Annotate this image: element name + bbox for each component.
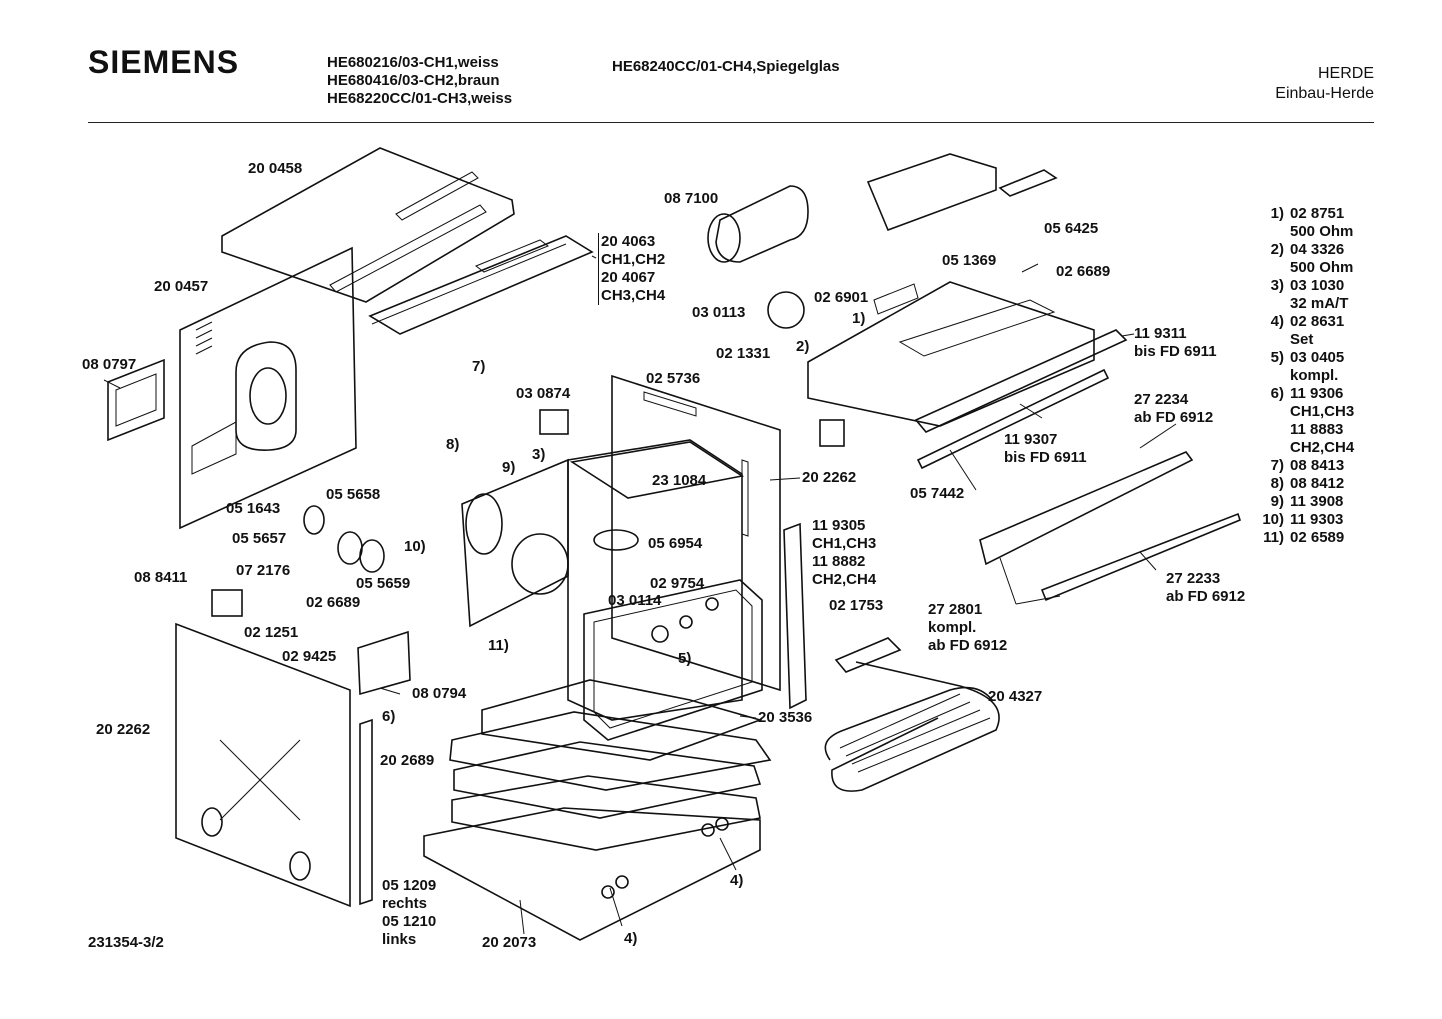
part-label: 5) (678, 650, 692, 667)
part-label: 05 6954 (648, 535, 703, 552)
part-label: 11 9305 CH1,CH3 11 8882 CH2,CH4 (812, 517, 877, 588)
part-label: 27 2233 ab FD 6912 (1166, 570, 1246, 605)
part-label: 05 1369 (942, 252, 997, 269)
brand-logo: SIEMENS (88, 44, 240, 80)
part-label: 6) (382, 708, 396, 725)
fan-motor (707, 185, 809, 263)
part-label: 05 6425 (1044, 220, 1099, 237)
part-label: 07 2176 (236, 562, 291, 579)
part-label: 05 1643 (226, 500, 281, 517)
legend-item: 7)08 8413 (1270, 457, 1345, 474)
model-line: HE680416/03-CH2,braun (327, 72, 500, 89)
part-label: 03 0114 (608, 592, 662, 609)
part-label: 08 8411 (134, 569, 188, 586)
part-label: 05 7442 (910, 485, 965, 502)
part-label: 08 7100 (664, 190, 719, 207)
oven-cavity (511, 439, 763, 741)
part-label: 20 0457 (154, 278, 209, 295)
legend-item: 3)03 1030 32 mA/T (1270, 277, 1349, 312)
right-side-strip (783, 522, 807, 710)
part-label: 02 6689 (1056, 263, 1111, 280)
part-label: 23 1084 (652, 472, 707, 489)
part-label: 02 6901 (814, 289, 869, 306)
legend-item: 2)04 3326 500 Ohm (1270, 241, 1354, 276)
part-label: 02 5736 (646, 370, 701, 387)
part-label: 4) (624, 930, 638, 947)
category: HERDE (1317, 65, 1374, 82)
part-label: 8) (446, 436, 460, 453)
part-label: 27 2801 kompl. ab FD 6912 (928, 601, 1008, 654)
header-rule (88, 122, 1374, 123)
rear-bracket (368, 235, 594, 335)
part-label: 05 5658 (326, 486, 381, 503)
part-label: 27 2234 ab FD 6912 (1134, 391, 1214, 426)
part-label: 20 2262 (802, 469, 857, 486)
part-label: 05 5659 (356, 575, 411, 592)
part-label: 11) (488, 637, 509, 654)
part-label: 10) (404, 538, 426, 555)
part-label: 4) (730, 872, 744, 889)
legend-item: 5)03 0405 kompl. (1270, 349, 1345, 384)
part-label: 02 9425 (282, 648, 337, 665)
parts-legend: 1)02 8751 500 Ohm 2)04 3326 500 Ohm 3)03… (1246, 205, 1354, 547)
bottom-trays (423, 679, 772, 941)
part-label: 02 1331 (716, 345, 771, 362)
part-label: 9) (502, 459, 516, 476)
category-block: HERDE Einbau-Herde (1275, 64, 1374, 104)
heating-element (824, 637, 1000, 792)
legend-item: 8)08 8412 (1270, 475, 1345, 492)
subcategory: Einbau-Herde (1275, 85, 1374, 102)
part-label: 20 2073 (482, 934, 537, 951)
legend-item: 9)11 3908 (1270, 493, 1344, 510)
part-label: 11 9307 bis FD 6911 (1004, 431, 1087, 466)
small-parts (211, 291, 845, 899)
part-label: 02 1753 (829, 597, 884, 614)
part-label: 1) (852, 310, 866, 327)
part-label: 02 1251 (244, 624, 299, 641)
left-side-panel (179, 246, 357, 530)
model-right: HE68240CC/01-CH4,Spiegelglas (612, 58, 840, 75)
document-id: 231354-3/2 (88, 934, 164, 951)
legend-item: 1)02 8751 500 Ohm (1270, 205, 1354, 240)
legend-item: 10)11 9303 (1262, 511, 1344, 528)
air-duct (807, 281, 1095, 427)
model-list: HE680216/03-CH1,weiss HE680416/03-CH2,br… (327, 54, 512, 108)
part-label: 03 0113 (692, 304, 746, 321)
legend-item: 6)11 9306 CH1,CH3 11 8883 CH2,CH4 (1270, 385, 1355, 456)
part-label: 20 4063 CH1,CH2 20 4067 CH3,CH4 (598, 233, 665, 305)
part-label: 08 0797 (82, 356, 137, 373)
part-label: 02 9754 (650, 575, 705, 592)
top-cover (866, 153, 1058, 232)
legend-item: 11)02 6589 (1263, 529, 1345, 546)
part-label: 20 4327 (988, 688, 1043, 705)
top-panel (221, 147, 515, 303)
part-label: 08 0794 (412, 685, 467, 702)
part-label: 02 6689 (306, 594, 361, 611)
part-label: 05 5657 (232, 530, 287, 547)
part-label: 7) (472, 358, 486, 375)
door-trim-rails (914, 329, 1241, 602)
part-label: 05 1209 rechts 05 1210 links (382, 877, 437, 948)
part-label: 3) (532, 446, 546, 463)
part-label: 03 0874 (516, 385, 571, 402)
leader-lines (103, 255, 1177, 935)
part-label: 2) (796, 338, 810, 355)
rear-wall (611, 374, 781, 692)
fan-plate (461, 458, 569, 628)
part-label: 11 9311 bis FD 6911 (1134, 325, 1217, 360)
model-line: HE680216/03-CH1,weiss (327, 54, 499, 71)
part-label: 20 2689 (380, 752, 435, 769)
part-label: 20 3536 (758, 709, 813, 726)
legend-item: 4)02 8631 Set (1270, 313, 1345, 348)
lower-side-panel (175, 622, 351, 908)
model-line: HE68220CC/01-CH3,weiss (327, 90, 513, 107)
side-strip (359, 718, 373, 906)
knob-parts (303, 505, 385, 573)
plug-part (107, 358, 165, 442)
part-label: 20 0458 (248, 160, 303, 177)
part-label: 20 2262 (96, 721, 151, 738)
control-board (357, 630, 411, 696)
